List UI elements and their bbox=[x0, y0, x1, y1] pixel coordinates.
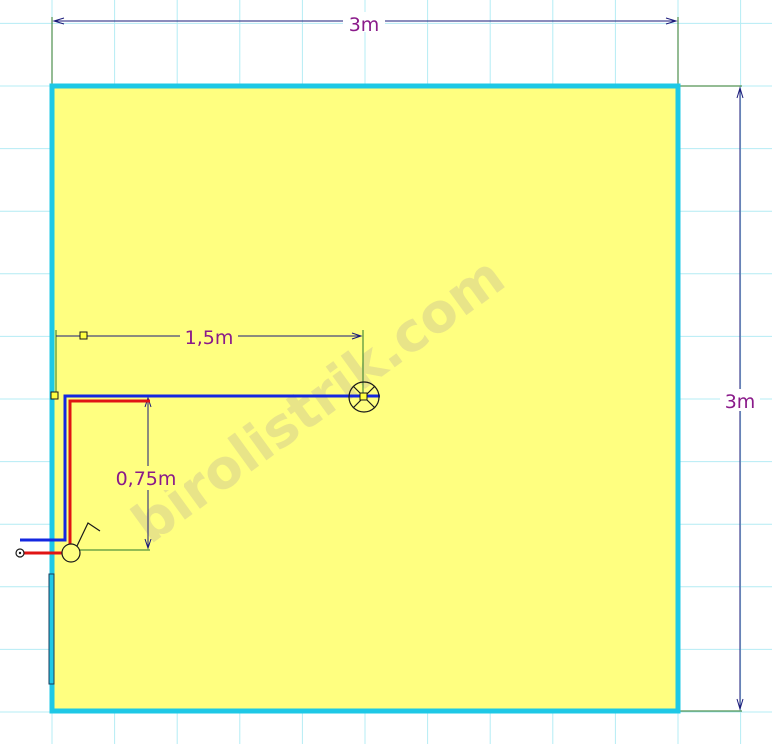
light-dimension-label: 1,5m bbox=[185, 327, 234, 349]
switch-arrow-top bbox=[144, 396, 152, 408]
right-dimension-label-bg bbox=[720, 389, 760, 411]
right-dimension-label: 3m bbox=[725, 391, 756, 413]
top-dimension-label: 3m bbox=[349, 14, 380, 36]
top-dimension-label-bg bbox=[343, 12, 385, 32]
light-dimension-label-bg bbox=[180, 325, 238, 347]
handle-light-dimension bbox=[79, 331, 88, 340]
switch-dimension-label: 0,75m bbox=[116, 468, 177, 490]
handle-wall-point bbox=[50, 391, 59, 400]
handle-light-center bbox=[359, 392, 368, 401]
live-wire bbox=[22, 399, 150, 555]
right-arrow-bottom bbox=[736, 698, 744, 711]
top-arrow-left bbox=[52, 17, 65, 25]
selection-handles bbox=[50, 331, 368, 401]
supply-point-icon bbox=[15, 548, 25, 558]
switch-icon bbox=[61, 522, 101, 563]
switch-arrow-bottom bbox=[144, 538, 152, 550]
right-arrow-top bbox=[736, 86, 744, 99]
neutral-wire bbox=[20, 394, 380, 542]
wiring bbox=[20, 394, 380, 555]
door-icon bbox=[48, 573, 55, 685]
extension-lines bbox=[51, 17, 742, 712]
switch-dimension-label-bg bbox=[108, 466, 184, 490]
top-arrow-right bbox=[665, 17, 678, 25]
light-arrow-right bbox=[351, 332, 363, 340]
